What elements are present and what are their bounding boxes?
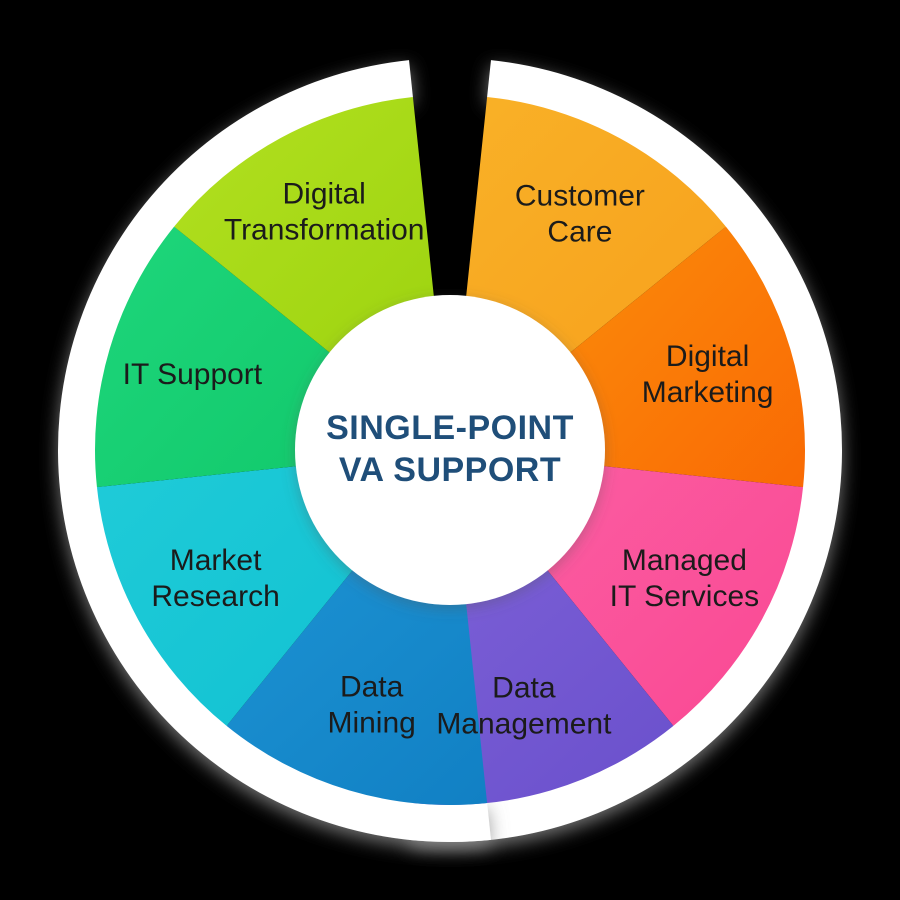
wheel-segment-managed-it-services[interactable]: Managed IT Services [543, 465, 804, 726]
center-circle [295, 295, 605, 605]
center-title-line1: SINGLE-POINT [326, 409, 574, 447]
center-hub: SINGLE-POINT VA SUPPORT [295, 295, 605, 605]
wheel-segment-digital-transformation[interactable]: Digital Transformation [174, 96, 435, 357]
center-title-line2: VA SUPPORT [339, 451, 561, 489]
wheel-segment-market-research[interactable]: Market Research [96, 465, 357, 726]
wheel-segment-customer-care[interactable]: Customer Care [465, 96, 726, 357]
center-title: SINGLE-POINT VA SUPPORT [326, 409, 574, 489]
wheel-segment-data-mining[interactable]: Data Mining [226, 565, 488, 805]
wheel-segment-it-support[interactable]: IT Support [94, 226, 335, 488]
wheel-segment-digital-marketing[interactable]: Digital Marketing [565, 226, 805, 488]
